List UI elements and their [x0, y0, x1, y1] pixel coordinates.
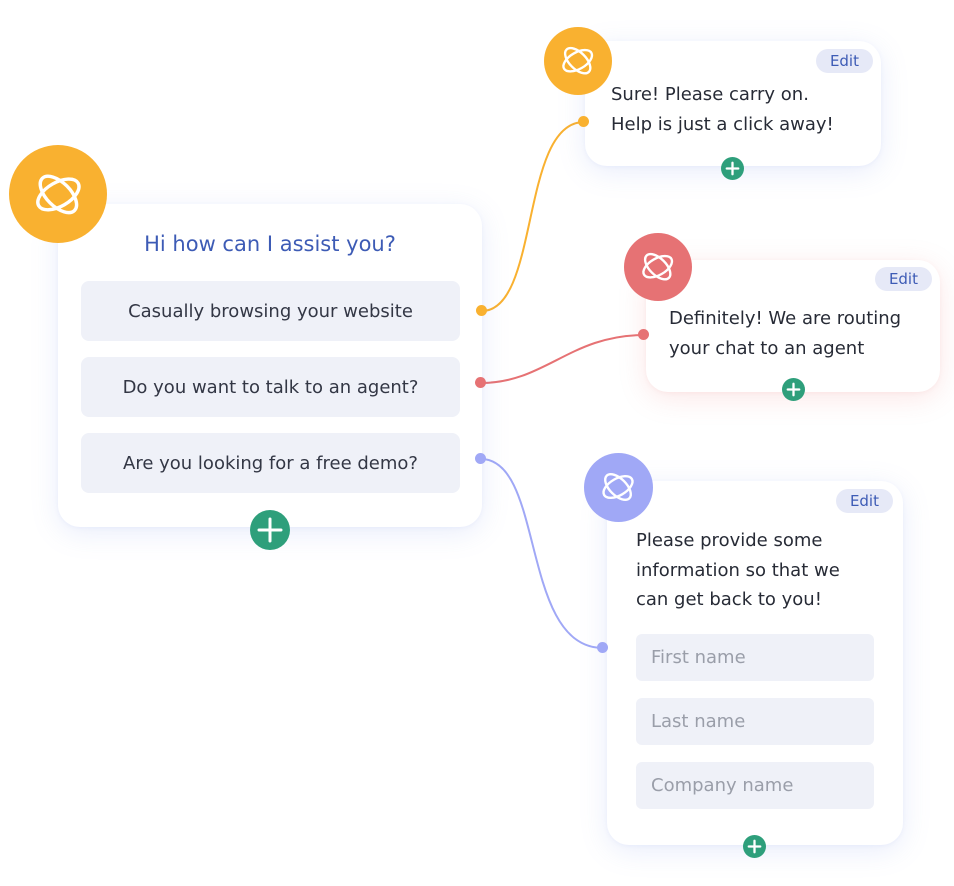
option-demo[interactable]: Are you looking for a free demo? [81, 433, 460, 493]
response-line: Sure! Please carry on. [611, 84, 809, 105]
first-name-field[interactable] [636, 634, 874, 681]
response-line: can get back to you! [636, 589, 822, 610]
response-line: information so that we [636, 560, 840, 581]
main-message-card: Hi how can I assist you? Casually browsi… [58, 204, 482, 527]
add-step-button[interactable] [721, 157, 744, 180]
add-step-button[interactable] [250, 510, 290, 550]
add-step-button[interactable] [743, 835, 766, 858]
plus-icon [257, 517, 283, 543]
response-card-demo: Edit Please provide some information so … [607, 481, 903, 845]
bot-logo-icon [624, 233, 692, 301]
connector-browsing [481, 121, 585, 312]
connector-agent [480, 334, 645, 384]
option-browsing[interactable]: Casually browsing your website [81, 281, 460, 341]
connector-endpoint [578, 116, 589, 127]
option-agent[interactable]: Do you want to talk to an agent? [81, 357, 460, 417]
company-name-field[interactable] [636, 762, 874, 809]
connector-endpoint [597, 642, 608, 653]
edit-button[interactable]: Edit [815, 49, 873, 73]
edit-button[interactable]: Edit [874, 267, 932, 291]
plus-icon [786, 382, 801, 397]
response-line: your chat to an agent [669, 338, 865, 359]
bot-logo-icon [9, 145, 107, 243]
add-step-button[interactable] [782, 378, 805, 401]
main-question-title: Hi how can I assist you? [144, 232, 396, 256]
plus-icon [725, 161, 740, 176]
bot-logo-icon [584, 453, 653, 522]
connector-endpoint [638, 329, 649, 340]
connector-handle-agent[interactable] [475, 377, 486, 388]
connector-handle-demo[interactable] [475, 453, 486, 464]
last-name-field[interactable] [636, 698, 874, 745]
response-card-browsing: Edit Sure! Please carry on. Help is just… [585, 41, 881, 166]
plus-icon [747, 839, 762, 854]
response-line: Definitely! We are routing [669, 308, 902, 329]
edit-button[interactable]: Edit [835, 489, 893, 513]
response-line: Help is just a click away! [611, 114, 834, 135]
response-card-agent: Edit Definitely! We are routing your cha… [646, 260, 940, 392]
connector-handle-browsing[interactable] [476, 305, 487, 316]
response-line: Please provide some [636, 530, 823, 551]
bot-logo-icon [544, 27, 612, 95]
